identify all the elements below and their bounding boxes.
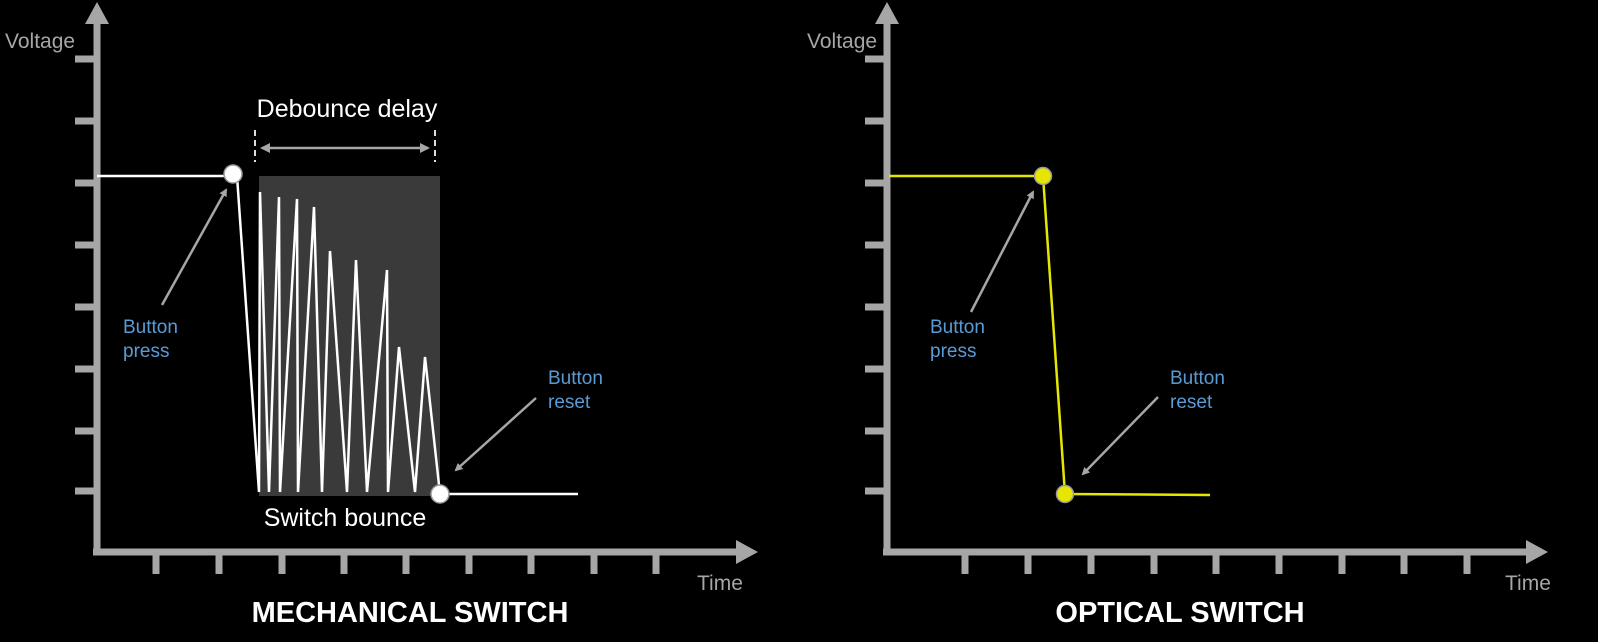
y-axis-arrow-icon — [875, 2, 899, 24]
panel-title: MECHANICAL SWITCH — [252, 597, 569, 629]
x-axis-label: Time — [697, 572, 743, 595]
x-axis-label: Time — [1505, 572, 1551, 595]
reset-pointer-arrow — [454, 397, 537, 472]
panel-title: OPTICAL SWITCH — [1055, 597, 1304, 629]
mechanical-signal-line — [97, 174, 578, 496]
reset-point — [1055, 484, 1075, 504]
reset-pointer-arrow — [1081, 396, 1159, 476]
reset-point — [430, 484, 450, 504]
x-axis-arrow-icon — [736, 540, 758, 564]
press-pointer-arrow — [160, 188, 228, 306]
press-pointer-arrow — [969, 190, 1035, 313]
mechanical-axes — [75, 2, 758, 574]
x-axis-arrow-icon — [1526, 540, 1548, 564]
optical-axes — [865, 2, 1548, 574]
bounce-label: Switch bounce — [264, 504, 427, 532]
axis-ticks — [75, 55, 660, 574]
y-axis-label: Voltage — [5, 30, 75, 53]
y-axis-arrow-icon — [85, 2, 109, 24]
optical-signal-line — [889, 174, 1211, 497]
press-point — [1033, 166, 1053, 186]
debounce-label: Debounce delay — [257, 95, 438, 123]
axis-ticks — [865, 55, 1471, 574]
press-point — [223, 164, 243, 184]
y-axis-label: Voltage — [807, 30, 877, 53]
